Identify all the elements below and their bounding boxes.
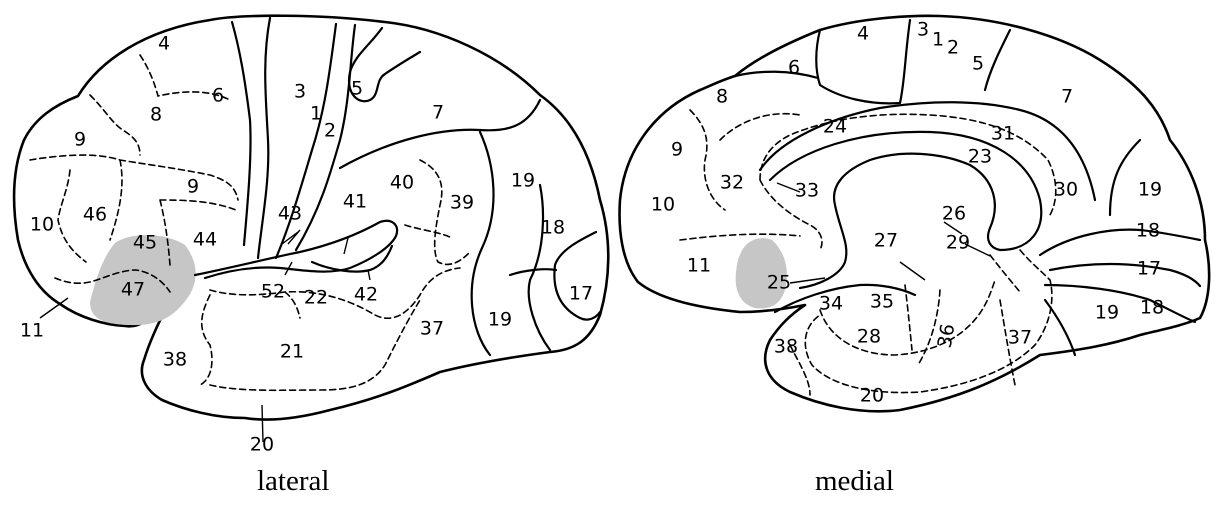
medial-hemisphere: 4 3 1 2 5 6 7 8 24 31 23 9 32 33 30 19 1… xyxy=(620,16,1210,411)
medial-area-29-label: 29 xyxy=(946,232,970,254)
medial-area-26-label: 26 xyxy=(942,203,966,225)
lateral-area-47-label: 47 xyxy=(121,279,145,301)
lateral-area-45-label: 45 xyxy=(133,232,157,254)
lateral-caption: lateral xyxy=(257,465,329,498)
medial-area-27-label: 27 xyxy=(874,230,898,252)
medial-area-4-label: 4 xyxy=(857,23,869,45)
lateral-area-2-label: 2 xyxy=(324,120,336,142)
medial-area-28-label: 28 xyxy=(857,326,881,348)
medial-area-5-label: 5 xyxy=(972,53,984,75)
medial-area-33-label: 33 xyxy=(795,180,819,202)
lateral-area-19-label: 19 xyxy=(511,170,535,192)
medial-area-24-label: 24 xyxy=(823,116,847,138)
medial-area-10-label: 10 xyxy=(651,194,675,216)
medial-area-32-label: 32 xyxy=(720,172,744,194)
lateral-area-20-label: 20 xyxy=(250,434,274,456)
medial-area-30-label: 30 xyxy=(1054,179,1078,201)
medial-area-36-label: 36 xyxy=(934,322,960,350)
lateral-area-40-label: 40 xyxy=(390,172,414,194)
medial-area-9-label: 9 xyxy=(671,139,683,161)
medial-area-1-label: 1 xyxy=(932,29,944,51)
medial-area-23-label: 23 xyxy=(968,146,992,168)
lateral-area-39-label: 39 xyxy=(450,192,474,214)
medial-caption: medial xyxy=(815,465,894,498)
lateral-area-43-label: 43 xyxy=(278,203,302,225)
lateral-area-10-label: 10 xyxy=(30,214,54,236)
lateral-area-1-label: 1 xyxy=(310,103,322,125)
lateral-area-4-label: 4 xyxy=(158,33,170,55)
medial-area-6-label: 6 xyxy=(788,57,800,79)
lateral-area-18-label: 18 xyxy=(541,217,565,239)
lateral-area-9b-label: 9 xyxy=(187,176,199,198)
medial-area-17-label: 17 xyxy=(1137,258,1161,280)
medial-area-18-label: 18 xyxy=(1136,220,1160,242)
lateral-area-46-label: 46 xyxy=(83,204,107,226)
lateral-area-38-label: 38 xyxy=(163,349,187,371)
medial-area-35-label: 35 xyxy=(870,291,894,313)
medial-area-34-label: 34 xyxy=(819,293,843,315)
medial-area-38-label: 38 xyxy=(774,336,798,358)
lateral-area-5-label: 5 xyxy=(351,78,363,100)
medial-area-8-label: 8 xyxy=(716,86,728,108)
medial-area-25-label: 25 xyxy=(767,272,791,294)
lateral-area-19b-label: 19 xyxy=(488,309,512,331)
lateral-area-41-label: 41 xyxy=(343,191,367,213)
medial-area-18b-label: 18 xyxy=(1140,297,1164,319)
medial-area-31-label: 31 xyxy=(991,123,1015,145)
lateral-area-7-label: 7 xyxy=(432,102,444,124)
lateral-area-22-label: 22 xyxy=(304,287,328,309)
lateral-area-6-label: 6 xyxy=(212,85,224,107)
medial-area-7-label: 7 xyxy=(1061,86,1073,108)
medial-area-3-label: 3 xyxy=(917,19,929,41)
lateral-area-42-label: 42 xyxy=(354,284,378,306)
lateral-area-44-label: 44 xyxy=(193,229,217,251)
medial-area-11-label: 11 xyxy=(687,255,711,277)
lateral-area-11-label: 11 xyxy=(20,320,44,342)
medial-area-19-label: 19 xyxy=(1138,179,1162,201)
medial-area-19b-label: 19 xyxy=(1095,302,1119,324)
lateral-area-9-label: 9 xyxy=(74,129,86,151)
medial-area-37-label: 37 xyxy=(1008,327,1032,349)
lateral-area-3-label: 3 xyxy=(294,81,306,103)
lateral-area-52-label: 52 xyxy=(261,281,285,303)
lateral-area-21-label: 21 xyxy=(280,341,304,363)
lateral-area-17-label: 17 xyxy=(569,283,593,305)
medial-area-20-label: 20 xyxy=(860,385,884,407)
lateral-area-37-label: 37 xyxy=(420,318,444,340)
medial-area-2-label: 2 xyxy=(947,37,959,59)
lateral-hemisphere: 4 6 3 1 5 7 2 8 9 9 46 10 45 44 43 41 40… xyxy=(14,16,608,456)
lateral-area-8-label: 8 xyxy=(150,104,162,126)
